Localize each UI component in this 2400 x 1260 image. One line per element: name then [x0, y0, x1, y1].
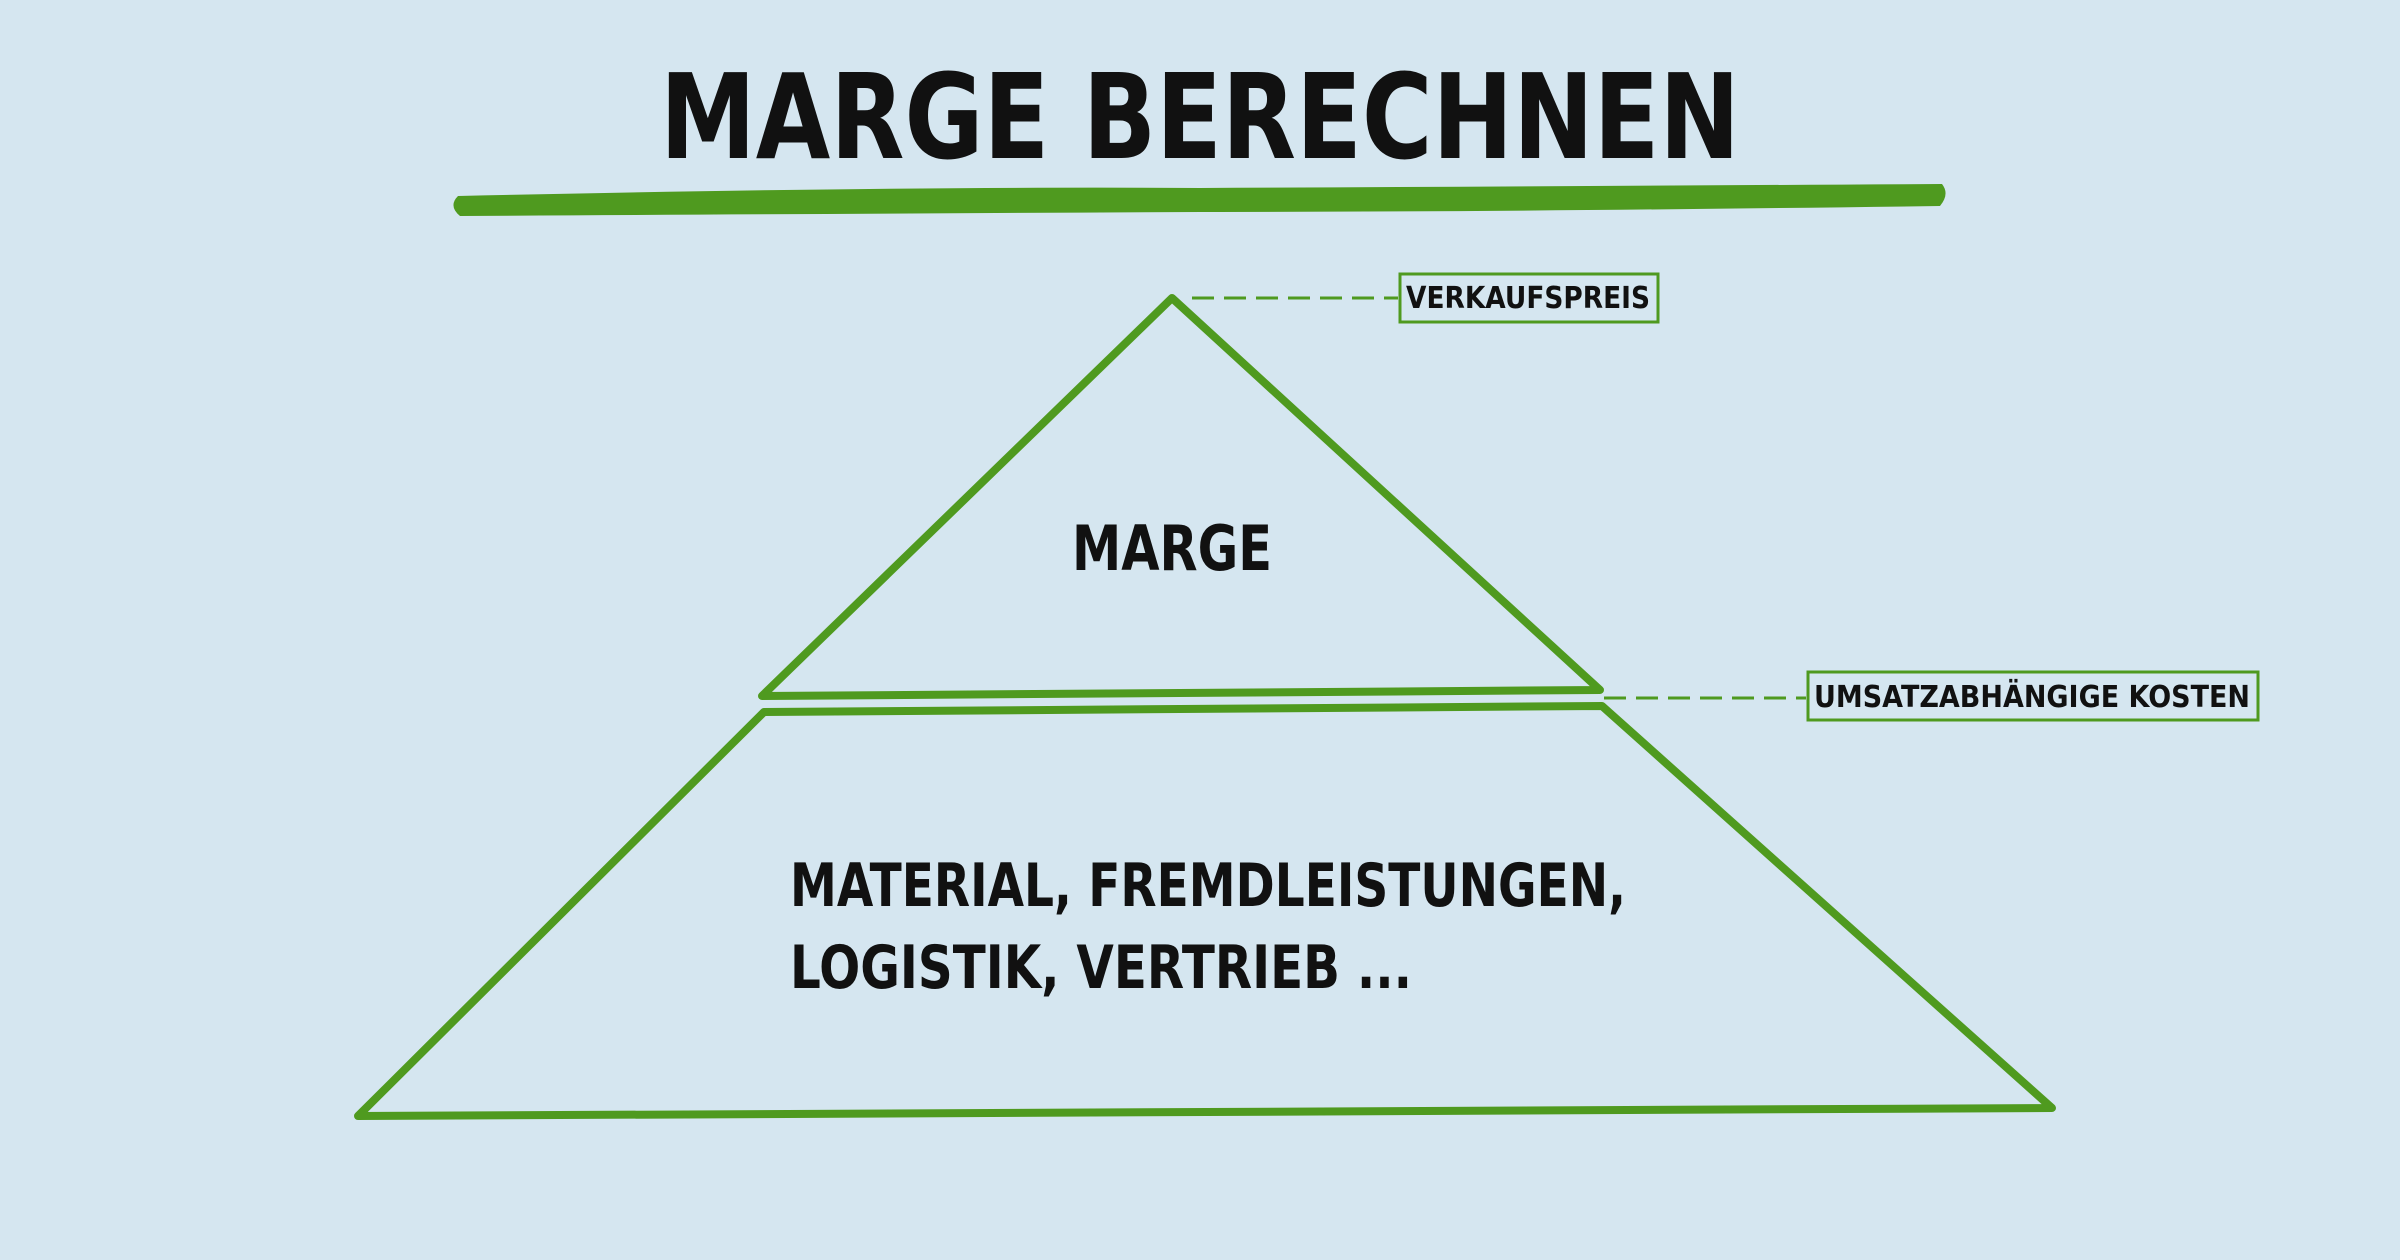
- pyramid-top-section: [758, 294, 1604, 700]
- pyramid-bottom-label-line2: LOGISTIK, VERTRIEB ...: [790, 933, 1412, 1003]
- pyramid-bottom-label-line1: MATERIAL, FREMDLEISTUNGEN,: [790, 851, 1626, 921]
- pyramid-top-label: MARGE: [1072, 512, 1272, 585]
- callout-middle-box: [1806, 670, 2260, 722]
- callout-middle-label: UMSATZABHÄNGIGE KOSTEN: [1814, 679, 2250, 715]
- callout-top-label: VERKAUFSPREIS: [1406, 281, 1650, 316]
- title-underline: [453, 184, 1946, 216]
- page-title: MARGE BERECHNEN: [660, 48, 1740, 186]
- pyramid-bottom-section: [354, 702, 2056, 1120]
- callout-top-box: [1398, 272, 1660, 324]
